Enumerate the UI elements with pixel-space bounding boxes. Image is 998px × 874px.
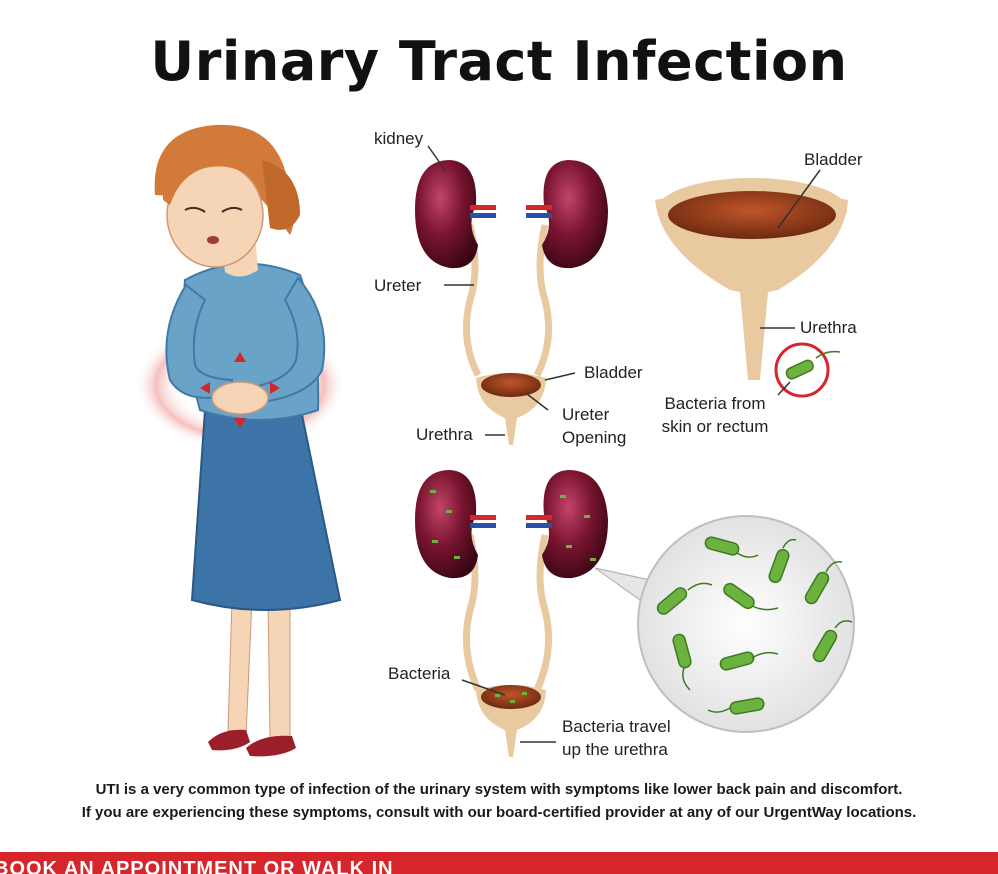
label-bladder-large: Bladder bbox=[804, 150, 863, 169]
label-ureter-opening-2: Opening bbox=[562, 428, 627, 447]
bladder-detail bbox=[655, 169, 848, 398]
appointment-banner[interactable]: BOOK AN APPOINTMENT OR WALK IN bbox=[0, 852, 998, 874]
caption-line-1: UTI is a very common type of infection o… bbox=[95, 781, 903, 798]
banner-text: BOOK AN APPOINTMENT OR WALK IN bbox=[0, 858, 394, 874]
label-ureter-opening-1: Ureter bbox=[562, 405, 610, 424]
woman-figure bbox=[135, 124, 345, 757]
label-kidney: kidney bbox=[374, 129, 424, 148]
label-ureter: Ureter bbox=[374, 276, 422, 295]
page-title: Urinary Tract Infection bbox=[150, 30, 848, 93]
label-bacteria-from-2: skin or rectum bbox=[661, 417, 769, 436]
label-bacteria-travel-1: Bacteria travel bbox=[562, 717, 671, 736]
urinary-system-healthy bbox=[415, 145, 608, 445]
label-bacteria: Bacteria bbox=[388, 664, 451, 683]
caption: UTI is a very common type of infection o… bbox=[0, 778, 998, 824]
label-bladder-small: Bladder bbox=[584, 363, 643, 382]
label-bacteria-travel-2: up the urethra bbox=[562, 740, 668, 759]
label-bacteria-from-1: Bacteria from bbox=[664, 394, 766, 413]
caption-line-2: If you are experiencing these symptoms, … bbox=[81, 804, 917, 821]
urinary-system-infected bbox=[415, 470, 855, 757]
label-urethra-large: Urethra bbox=[800, 318, 857, 337]
bacteria-cluster bbox=[656, 536, 838, 715]
label-urethra-small: Urethra bbox=[416, 425, 473, 444]
